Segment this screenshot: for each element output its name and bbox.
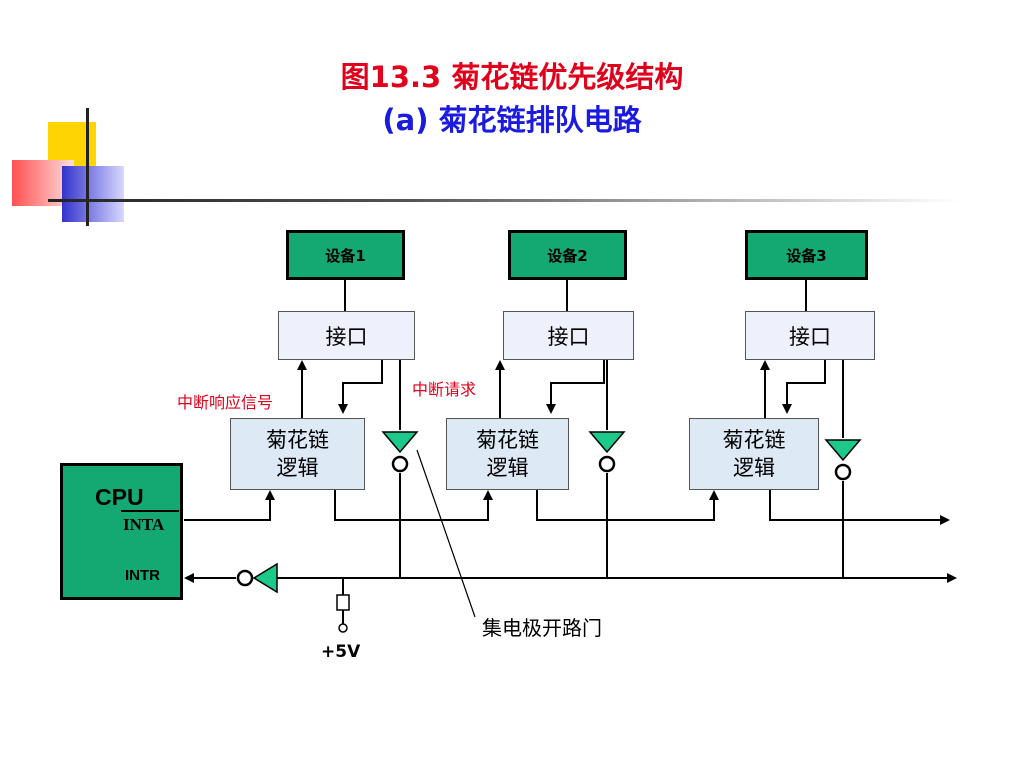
vcc-terminal	[338, 623, 348, 633]
interface-1: 接口	[278, 311, 415, 360]
inta-label: INTA	[123, 515, 165, 534]
req-path-3	[782, 360, 826, 414]
logic-line1: 菊花链	[266, 428, 329, 452]
oc-gate-2	[588, 431, 626, 473]
req-path-2	[546, 360, 605, 414]
logic-line2: 逻辑	[733, 456, 775, 480]
intr-buffer	[236, 562, 278, 594]
figure-title: 图13.3 菊花链优先级结构	[340, 60, 684, 94]
logic-line1: 菊花链	[722, 428, 786, 452]
daisy-chain-logic-1: 菊花链 逻辑	[230, 418, 365, 490]
inta-to-logic1	[184, 490, 275, 521]
oc-gate-3	[824, 439, 862, 481]
device-1: 设备1	[286, 230, 405, 280]
oc-gate-1	[381, 431, 419, 473]
chain-2-3	[536, 490, 719, 521]
daisy-chain-logic-3: 菊花链 逻辑	[689, 418, 819, 490]
intr-label: INTR	[125, 567, 160, 584]
daisy-chain-logic-2: 菊花链 逻辑	[446, 418, 569, 490]
device-2: 设备2	[508, 230, 627, 280]
oc-pointer	[416, 449, 476, 618]
logic-line2: 逻辑	[486, 456, 529, 480]
cpu-label: CPU	[95, 484, 144, 510]
open-collector-label: 集电极开路门	[482, 616, 602, 640]
vcc-label: +5V	[321, 642, 361, 662]
cpu-block: CPU INTA INTR	[60, 463, 183, 600]
logic-line2: 逻辑	[276, 456, 319, 480]
interrupt-ack-label: 中断响应信号	[177, 393, 274, 412]
interface-2: 接口	[503, 311, 634, 360]
chain-3-out	[769, 490, 950, 525]
req-path-1	[338, 360, 383, 414]
device-3: 设备3	[745, 230, 868, 280]
inta-overbar	[121, 510, 179, 512]
chain-1-2	[334, 490, 493, 521]
pullup-resistor	[336, 594, 350, 611]
logic-line1: 菊花链	[476, 428, 539, 452]
figure-subtitle: (a) 菊花链排队电路	[382, 103, 642, 137]
interface-3: 接口	[745, 311, 875, 360]
interrupt-request-label: 中断请求	[412, 380, 477, 399]
